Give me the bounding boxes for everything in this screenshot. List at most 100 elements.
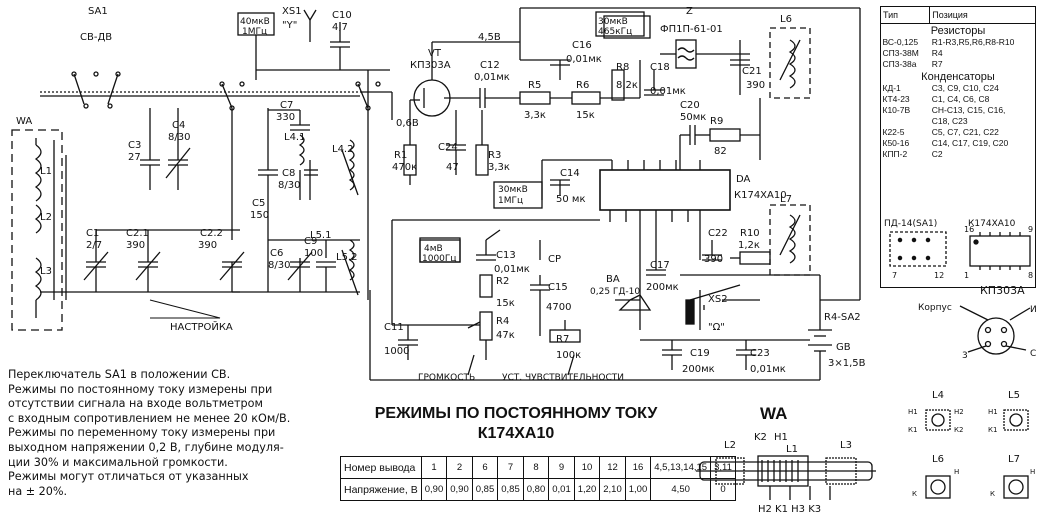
parts-col-pos: Позиция	[929, 6, 1036, 24]
note-line: на ± 20%.	[8, 484, 68, 498]
note-line: отсутствии сигнала на входе вольтметром	[8, 397, 263, 411]
label-c4-value: 8/30	[168, 132, 190, 143]
label-r5-value: 3,3к	[524, 110, 546, 121]
coil-l7: L7	[1008, 454, 1020, 465]
coil-l4-k2: К2	[954, 426, 963, 434]
parts-header: Тип Позиция	[879, 6, 1036, 24]
label-c18: C18	[650, 62, 670, 73]
audio-section	[369, 8, 861, 381]
label-r2-value: 15к	[496, 298, 515, 309]
label-da-type: К174ХА10	[734, 190, 787, 201]
label-sens: УСТ. ЧУВСТВИТЕЛЬНОСТИ	[502, 373, 624, 383]
label-r10-value: 1,2к	[738, 240, 760, 251]
wa-label-l2: L2	[724, 440, 736, 451]
label-sig2a: 30мкВ	[598, 17, 628, 27]
parts-section-resistors: Резисторы	[930, 25, 986, 37]
parts-type: КПП-2	[882, 149, 908, 159]
label-c17: C17	[650, 260, 670, 271]
label-c8-value: 8/30	[278, 180, 300, 191]
label-l41: L4.1	[284, 132, 305, 143]
label-r8-value: 8,2к	[616, 80, 638, 91]
label-c21-value: 390	[126, 240, 145, 251]
label-c22: C2.2	[200, 228, 223, 239]
modes-row-label: Номер вывода	[340, 456, 422, 479]
parts-type: КД-1	[882, 83, 901, 93]
note-line: Переключатель SA1 в положении СВ.	[8, 368, 231, 381]
pin-cell: 7	[497, 456, 524, 479]
label-r1: R1	[394, 150, 407, 161]
label-c12-value: 0,01мк	[474, 72, 510, 83]
coil-l5-h1: Н1	[988, 408, 998, 416]
modes-volt-row: Напряжение, В 0,90 0,90 0,85 0,85 0,80 0…	[340, 478, 736, 501]
label-l52: L5.2	[336, 252, 357, 263]
coil-l7-h: Н	[1030, 468, 1035, 476]
pinout-kp-3: 3	[962, 351, 968, 361]
antenna-wa	[11, 129, 67, 331]
label-l6: L6	[780, 14, 792, 25]
l7-section	[680, 204, 820, 276]
parts-pos: R1-R3,R5,R6,R8-R10	[931, 37, 1015, 47]
label-c11: C11	[384, 322, 404, 333]
wa-label-h1: H1	[774, 432, 788, 443]
pinout-chip9: 9	[1028, 225, 1033, 234]
volt-cell: 1,20	[573, 478, 601, 501]
ic-da	[392, 159, 731, 222]
label-c16: C16	[572, 40, 592, 51]
volt-cell: 0,90	[446, 478, 473, 501]
label-wa: WA	[16, 116, 32, 127]
coil-l4: L4	[932, 390, 944, 401]
volt-cell: 4,50	[650, 478, 712, 501]
pinout-chip1: 1	[964, 271, 969, 280]
note-line: выходном напряжении 0,2 В, глубине модул…	[8, 440, 284, 454]
label-c12: C12	[480, 60, 500, 71]
label-c7: C7	[280, 100, 293, 111]
volt-cell: 0,80	[522, 478, 550, 501]
label-tuning: НАСТРОЙКА	[170, 320, 233, 333]
label-c22: C22	[708, 228, 728, 239]
label-r6-value: 15к	[576, 110, 595, 121]
signal-boxes	[419, 11, 645, 263]
modes-row-label: Напряжение, В	[340, 478, 422, 501]
label-da: DA	[736, 174, 751, 185]
pinout-pd7: 7	[892, 271, 897, 280]
label-sig1a: 40мкВ	[240, 17, 270, 27]
pinout-korpus: Корпус	[918, 303, 952, 313]
pin-cell: 1	[420, 456, 448, 479]
label-c24-value: 47	[446, 162, 459, 173]
pin-cell: 4,5,13,14,15	[650, 456, 712, 479]
label-r4-value: 47к	[496, 330, 515, 341]
label-c6: C6	[270, 248, 283, 259]
pinout-kp-c: С	[1030, 349, 1036, 359]
label-sa1-sub: СВ-ДВ	[80, 32, 112, 43]
coil-l5: L5	[1008, 390, 1020, 401]
parts-row: К50-16 C14, C17, C19, C20	[881, 138, 1036, 149]
label-c13: C13	[496, 250, 516, 261]
pinout-drawings	[889, 231, 1031, 499]
modes-title-line2: К174ХА10	[477, 425, 555, 442]
parts-type: К50-16	[882, 138, 910, 148]
pin-cell: 8	[522, 456, 550, 479]
label-c14-value: 50 мк	[556, 194, 586, 205]
label-v45: 4,5В	[478, 32, 501, 43]
label-c6-value: 8/30	[268, 260, 290, 271]
parts-type: ВС-0,125	[882, 37, 919, 47]
parts-pos: C3, C9, C10, C24	[931, 83, 999, 93]
label-sig4a: 4мВ	[424, 244, 443, 254]
parts-section-capacitors: Конденсаторы	[921, 71, 995, 83]
label-r1-value: 470к	[392, 162, 417, 173]
note-line: Режимы по переменному току измерены при	[8, 426, 276, 440]
label-c24: C24	[438, 142, 458, 153]
label-ba-type: 0,25 ГД-10	[590, 287, 640, 297]
volt-cell: 1,00	[624, 478, 652, 501]
label-cp: СР	[548, 254, 561, 265]
parts-pos: C14, C17, C19, C20	[931, 138, 1009, 148]
label-r3-value: 3,3к	[488, 162, 510, 173]
label-c5: C5	[252, 198, 265, 209]
label-r8: R8	[616, 62, 629, 73]
volt-cell: 0,01	[548, 478, 575, 501]
pin-cell: 2	[446, 456, 473, 479]
label-c22-value: 390	[198, 240, 217, 251]
